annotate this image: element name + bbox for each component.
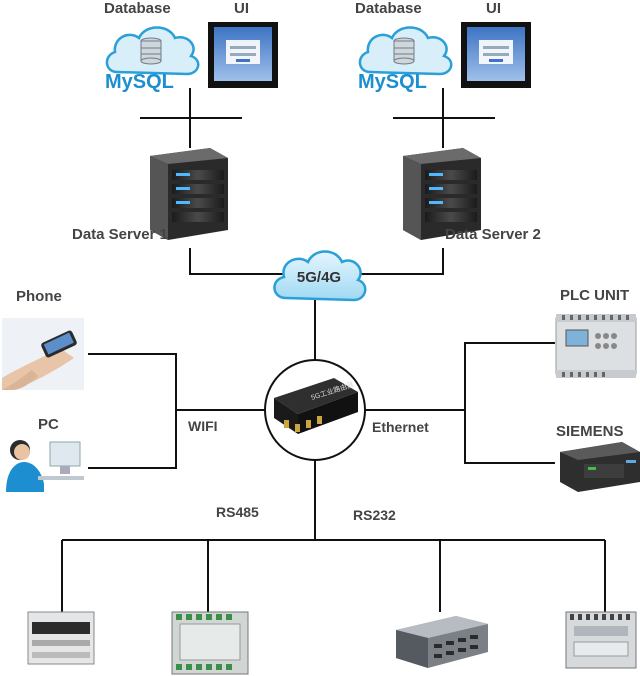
gateway-router: 5G工业路由器 bbox=[264, 359, 366, 461]
database-label-right: Database bbox=[355, 0, 422, 17]
ui-label-left: UI bbox=[234, 0, 249, 17]
database-icon-right: MySQL bbox=[358, 26, 453, 93]
bottom-device-2-image bbox=[171, 611, 249, 675]
pc-label: PC bbox=[38, 416, 59, 433]
bottom-device-1-image bbox=[27, 611, 95, 665]
data-server-2-label: Data Server 2 bbox=[445, 226, 541, 243]
data-server-1-label: Data Server 1 bbox=[72, 226, 168, 243]
bottom-device-3-image bbox=[396, 616, 488, 668]
ui-screen-icon-left bbox=[208, 22, 278, 88]
ethernet-label: Ethernet bbox=[372, 419, 429, 435]
ui-label-right: UI bbox=[486, 0, 501, 17]
db-logo-text-left: MySQL bbox=[105, 71, 174, 93]
cloud-label: 5G/4G bbox=[297, 269, 341, 286]
phone-label: Phone bbox=[16, 288, 62, 305]
database-icon-left: MySQL bbox=[105, 26, 200, 93]
connection-lines bbox=[61, 88, 606, 612]
server-icon-left bbox=[150, 148, 228, 240]
phone-image bbox=[2, 318, 84, 390]
plc-unit-label: PLC UNIT bbox=[560, 287, 630, 304]
siemens-plc-image bbox=[560, 442, 640, 492]
server-icon-right bbox=[403, 148, 481, 240]
plc-unit-image bbox=[555, 314, 637, 378]
siemens-label: SIEMENS bbox=[556, 423, 624, 440]
db-logo-text-right: MySQL bbox=[358, 71, 427, 93]
bottom-device-4-image bbox=[565, 611, 637, 669]
pc-user-image bbox=[0, 432, 84, 496]
network-cloud-icon: 5G/4G bbox=[273, 250, 367, 302]
line-server1-cloud bbox=[189, 248, 285, 275]
line-server2-cloud bbox=[346, 248, 444, 275]
wifi-label: WIFI bbox=[188, 418, 218, 434]
line-phone bbox=[88, 353, 177, 469]
rs232-label: RS232 bbox=[353, 507, 396, 523]
rs485-label: RS485 bbox=[216, 504, 259, 520]
database-label-left: Database bbox=[104, 0, 171, 17]
ui-screen-icon-right bbox=[461, 22, 531, 88]
line-plc bbox=[464, 342, 555, 464]
